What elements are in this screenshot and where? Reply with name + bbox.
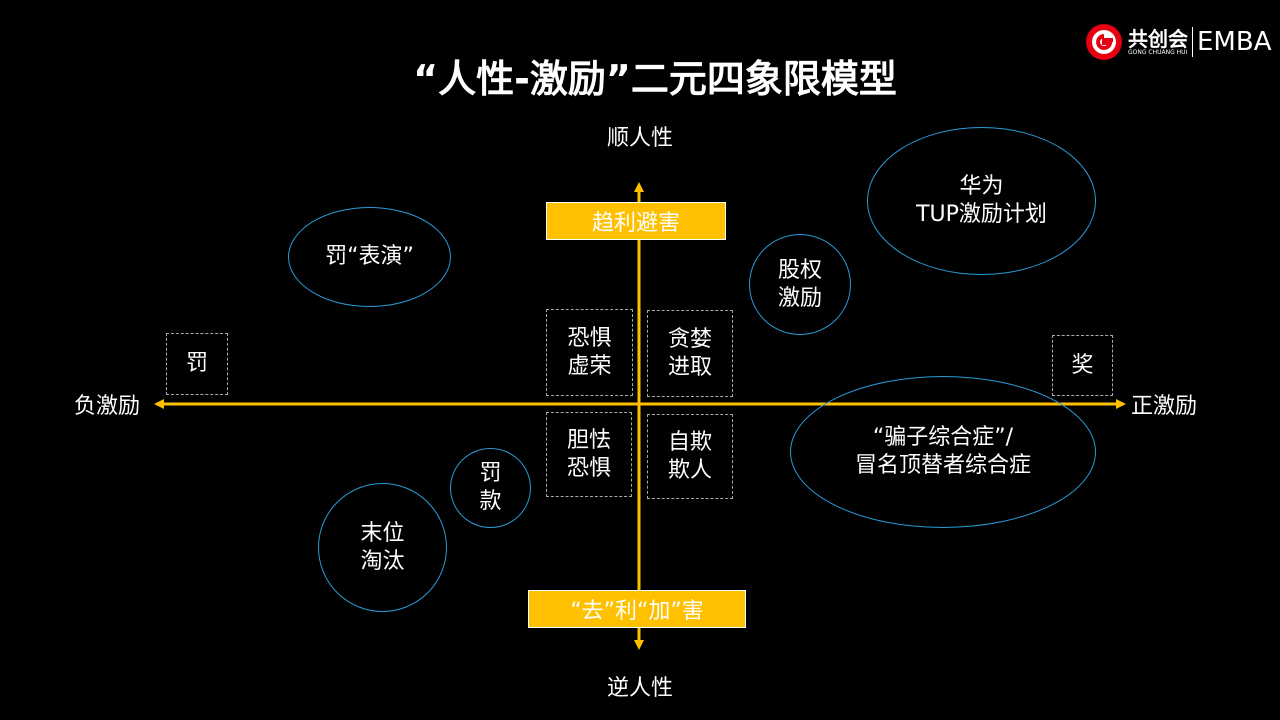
box-line: 欺人 bbox=[667, 457, 712, 483]
ellipse-line: 华为 bbox=[959, 174, 1004, 199]
quadrant-box-fear-vanity: 恐惧虚荣 bbox=[546, 309, 633, 396]
quadrant-box-self-deception: 自欺欺人 bbox=[647, 414, 733, 499]
logo-sub: GONG CHUANG HUI bbox=[1128, 48, 1188, 56]
ellipse-line: 末位 bbox=[360, 520, 405, 546]
box-line: 虚荣 bbox=[567, 353, 612, 379]
logo-brand: 共创会 bbox=[1128, 26, 1188, 51]
ellipse-line: 款 bbox=[479, 489, 502, 514]
box-line: 自欺 bbox=[667, 429, 712, 455]
ellipse-line: “骗子综合症”/ bbox=[872, 425, 1014, 450]
ellipse-elimination: 末位淘汰 bbox=[318, 483, 447, 612]
ellipse-line: 股权 bbox=[777, 257, 822, 283]
ellipse-line: 罚 bbox=[479, 461, 502, 486]
banner-bottom: “去”利“加”害 bbox=[528, 590, 746, 628]
ellipse-line: 淘汰 bbox=[360, 548, 405, 574]
ellipse-impostor: “骗子综合症”/ 冒名顶替者综合症 bbox=[790, 376, 1096, 528]
axis-left-label: 负激励 bbox=[73, 394, 141, 419]
page-title: “人性-激励”二元四象限模型 bbox=[413, 57, 897, 101]
banner-top: 趋利避害 bbox=[546, 202, 726, 240]
box-line: 贪婪 bbox=[667, 326, 712, 352]
arrow-right-icon bbox=[1116, 399, 1126, 409]
ellipse-fine: 罚款 bbox=[450, 448, 531, 528]
arrow-up-icon bbox=[634, 182, 644, 192]
axis-right-label: 正激励 bbox=[1130, 394, 1198, 419]
quadrant-box-greed: 贪婪进取 bbox=[647, 310, 733, 397]
reward-box: 奖 bbox=[1052, 335, 1113, 396]
ellipse-line: 冒名顶替者综合症 bbox=[854, 453, 1031, 478]
quadrant-box-timid: 胆怯恐惧 bbox=[546, 412, 632, 497]
logo: 共创会 GONG CHUANG HUI EMBA bbox=[1084, 22, 1271, 62]
arrow-left-icon bbox=[154, 399, 164, 409]
logo-suffix: EMBA bbox=[1197, 27, 1272, 57]
ellipse-line: 激励 bbox=[777, 285, 822, 311]
box-line: 进取 bbox=[667, 354, 712, 380]
ellipse-huawei: 华为 TUP激励计划 bbox=[867, 127, 1096, 275]
axis-bottom-label: 逆人性 bbox=[606, 676, 674, 701]
punish-box: 罚 bbox=[166, 333, 228, 395]
box-line: 胆怯 bbox=[566, 427, 611, 453]
ellipse-line: TUP激励计划 bbox=[916, 202, 1047, 227]
ellipse-equity: 股权激励 bbox=[749, 234, 851, 335]
box-line: 恐惧 bbox=[566, 455, 611, 481]
ellipse-punish-show: 罚“表演” bbox=[288, 207, 451, 307]
box-line: 恐惧 bbox=[567, 325, 612, 351]
arrow-down-icon bbox=[634, 640, 644, 650]
logo-icon bbox=[1086, 24, 1122, 60]
axis-top-label: 顺人性 bbox=[606, 126, 674, 151]
